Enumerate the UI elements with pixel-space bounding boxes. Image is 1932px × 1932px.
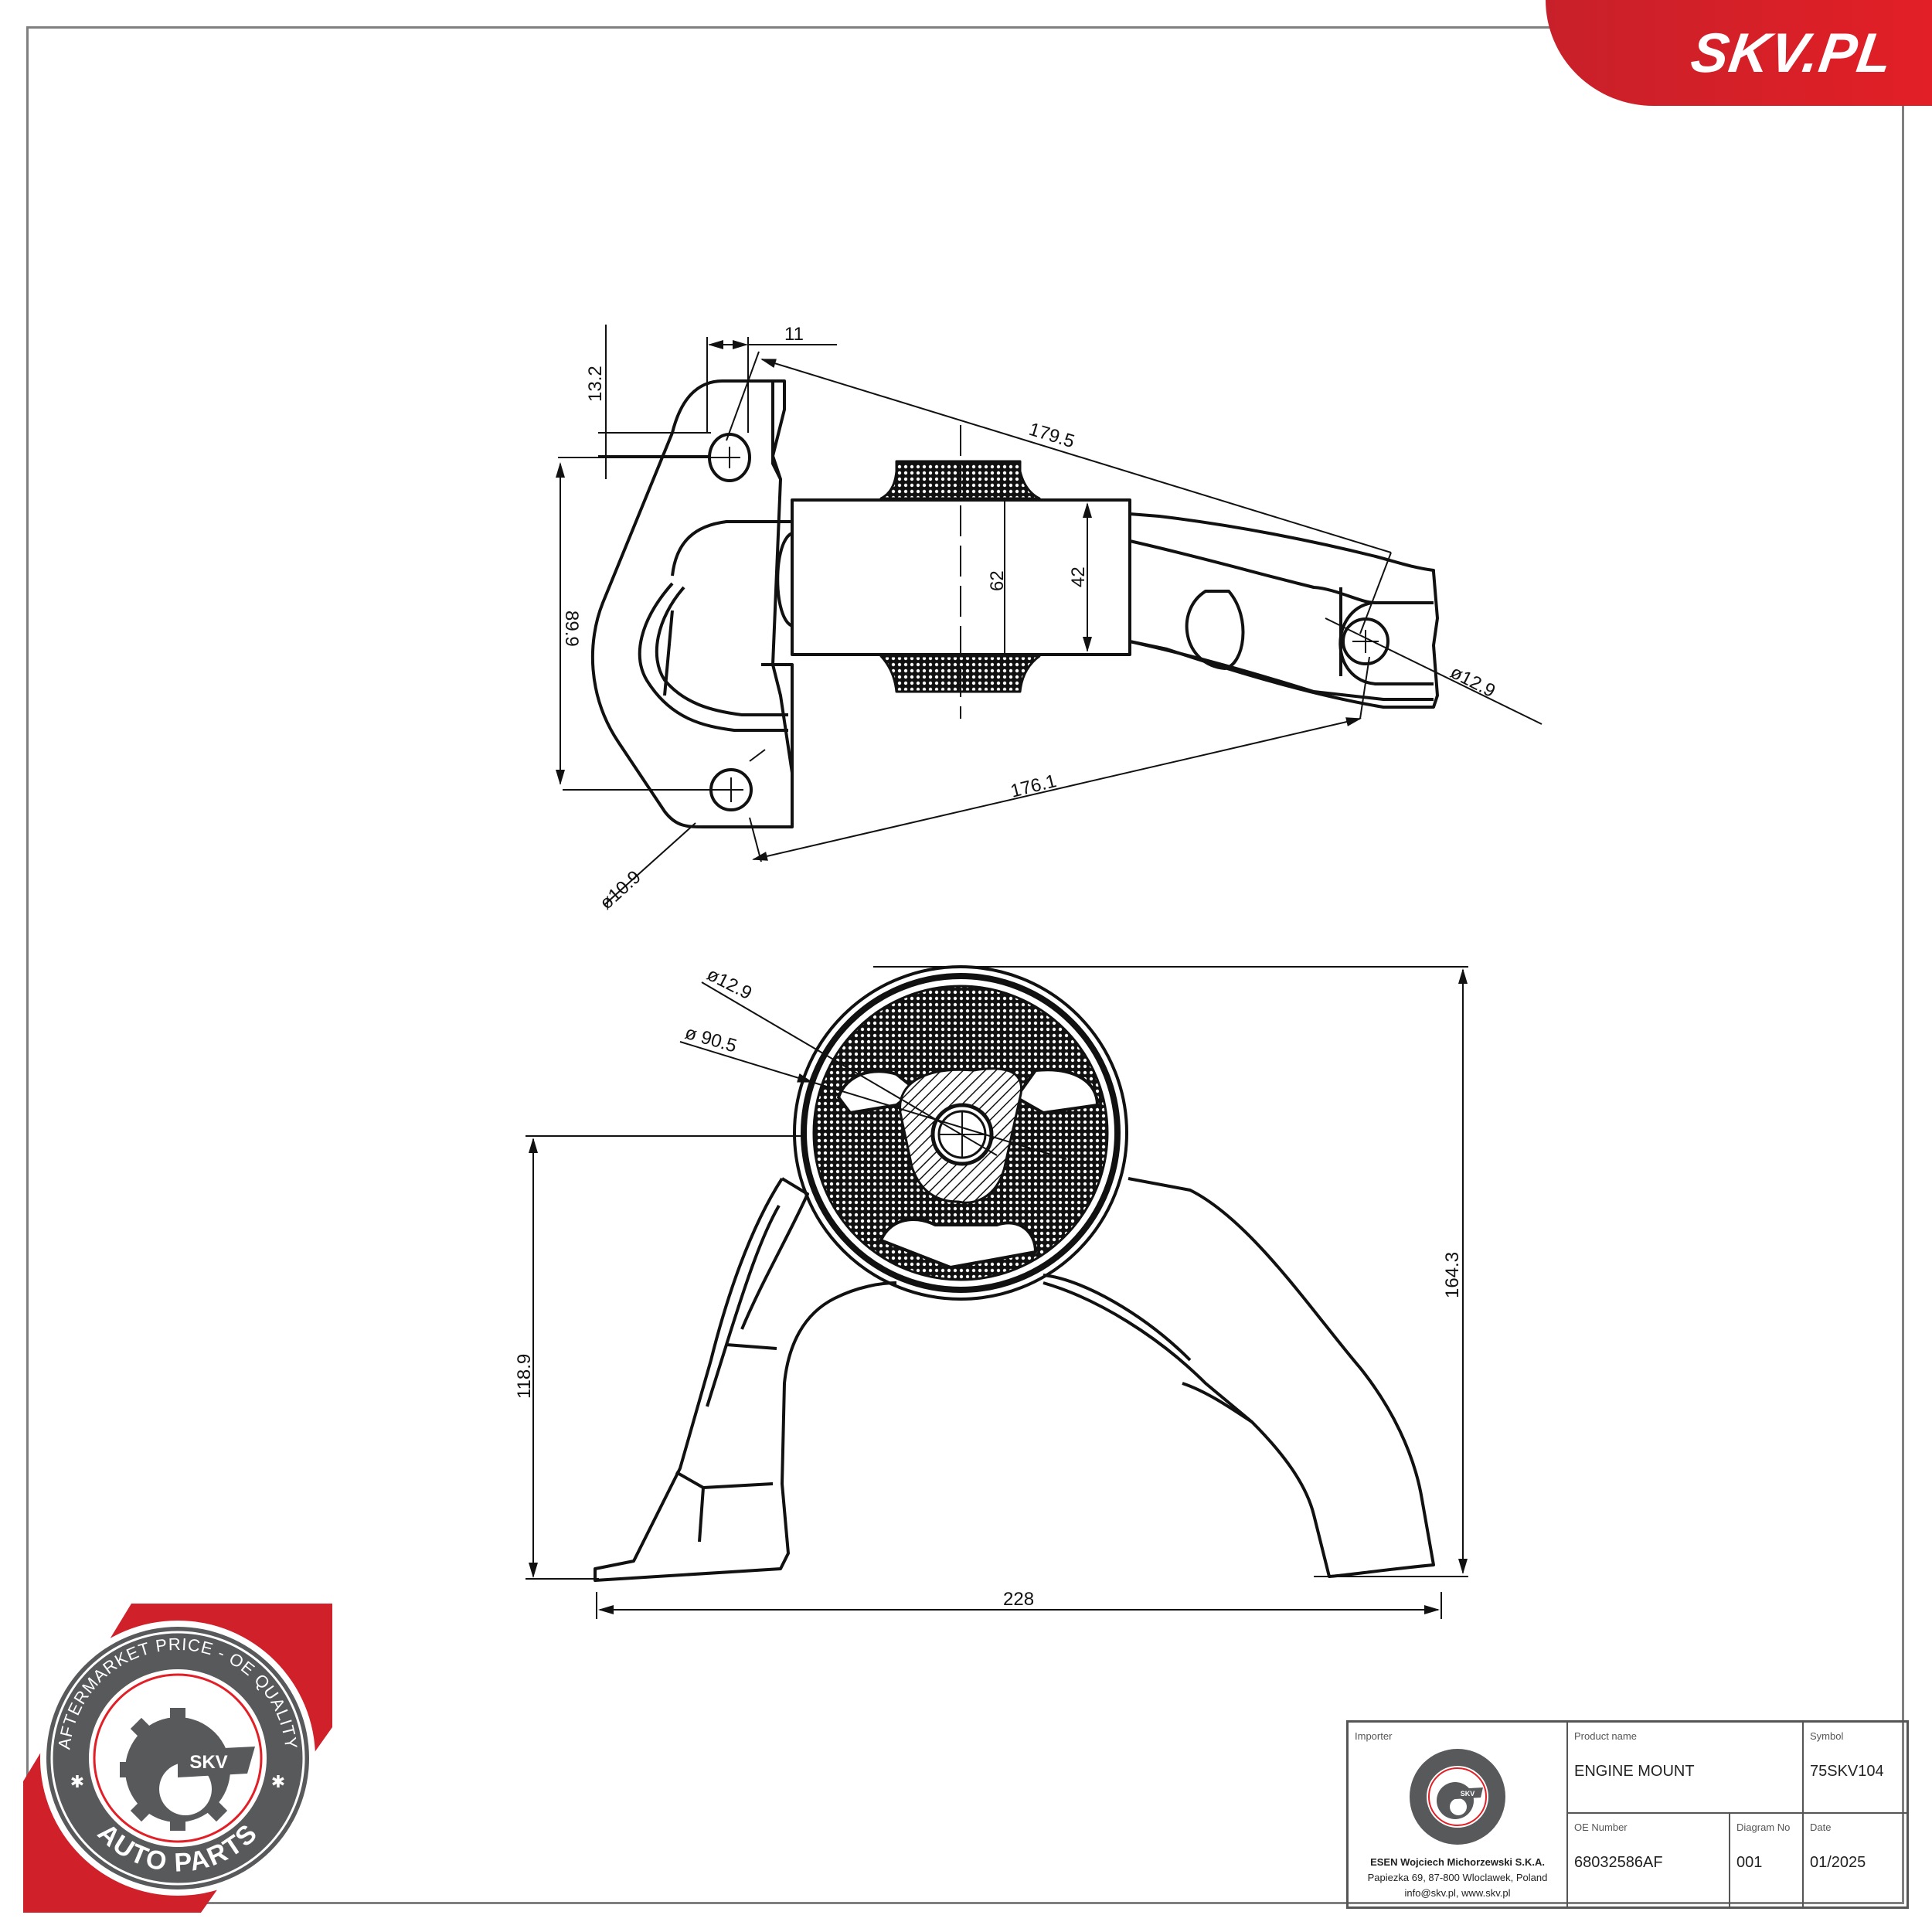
title-block: Importer SKV ESEN Wojciech Michorzewski … bbox=[1346, 1720, 1909, 1909]
dim-bushing-outer: 62 bbox=[987, 570, 1008, 591]
importer-label: Importer bbox=[1355, 1730, 1393, 1742]
importer-contact[interactable]: info@skv.pl, www.skv.pl bbox=[1404, 1887, 1511, 1899]
dim-bushing-inner: 42 bbox=[1068, 566, 1089, 587]
dim-length-upper: 179.5 bbox=[1026, 419, 1077, 452]
date-label: Date bbox=[1810, 1821, 1832, 1833]
front-view-dimension-lines bbox=[526, 966, 1468, 1619]
badge-center-text: SKV bbox=[189, 1752, 227, 1773]
svg-text:SKV: SKV bbox=[1461, 1790, 1475, 1798]
oe-number-value: 68032586AF bbox=[1574, 1854, 1663, 1871]
drawing-frame bbox=[26, 26, 1904, 1904]
diagram-no-value: 001 bbox=[1736, 1854, 1763, 1871]
badge-star-left-icon: ✱ bbox=[70, 1773, 84, 1792]
front-view bbox=[594, 965, 1435, 1582]
diagram-no-cell: Diagram No 001 bbox=[1729, 1814, 1802, 1906]
importer-cell: Importer SKV ESEN Wojciech Michorzewski … bbox=[1349, 1723, 1566, 1906]
oe-number-cell: OE Number 68032586AF bbox=[1566, 1814, 1729, 1906]
importer-address: Papiezka 69, 87-800 Wloclawek, Poland bbox=[1367, 1872, 1548, 1883]
oe-number-label: OE Number bbox=[1574, 1821, 1628, 1833]
brand-tab[interactable]: SKV.PL bbox=[1546, 0, 1932, 106]
dim-left-hole-dia: ø10.9 bbox=[596, 866, 645, 913]
importer-name: ESEN Wojciech Michorzewski S.K.A. bbox=[1370, 1856, 1545, 1868]
diagram-no-label: Diagram No bbox=[1736, 1821, 1791, 1833]
badge-star-right-icon: ✱ bbox=[271, 1773, 285, 1792]
symbol-label: Symbol bbox=[1810, 1730, 1844, 1742]
product-name-label: Product name bbox=[1574, 1730, 1637, 1742]
dim-hole-offset-x: 11 bbox=[784, 324, 804, 345]
date-cell: Date 01/2025 bbox=[1802, 1814, 1906, 1906]
symbol-value: 75SKV104 bbox=[1810, 1763, 1884, 1780]
dim-right-hole-dia: ø12.9 bbox=[1447, 662, 1498, 702]
importer-logo: SKV bbox=[1410, 1749, 1505, 1845]
top-view bbox=[590, 379, 1439, 828]
top-view-dimension-lines bbox=[556, 325, 1543, 905]
product-name-cell: Product name ENGINE MOUNT bbox=[1566, 1723, 1802, 1814]
date-value: 01/2025 bbox=[1810, 1854, 1866, 1871]
top-view-centerlines bbox=[719, 425, 1379, 802]
dim-hole-offset-y: 13.2 bbox=[585, 366, 606, 402]
dim-hole-spacing: 89.9 bbox=[561, 611, 582, 647]
dim-total-width: 228 bbox=[1003, 1589, 1034, 1610]
skv-badge-large: AFTERMARKET PRICE - OE QUALITY AUTO PART… bbox=[23, 1604, 332, 1913]
dim-center-height: 118.9 bbox=[514, 1354, 535, 1399]
gear-icon bbox=[120, 1708, 255, 1831]
dim-total-height: 164.3 bbox=[1442, 1252, 1463, 1298]
symbol-cell: Symbol 75SKV104 bbox=[1802, 1723, 1906, 1814]
dim-length-lower: 176.1 bbox=[1009, 770, 1059, 802]
product-name-value: ENGINE MOUNT bbox=[1574, 1763, 1695, 1780]
